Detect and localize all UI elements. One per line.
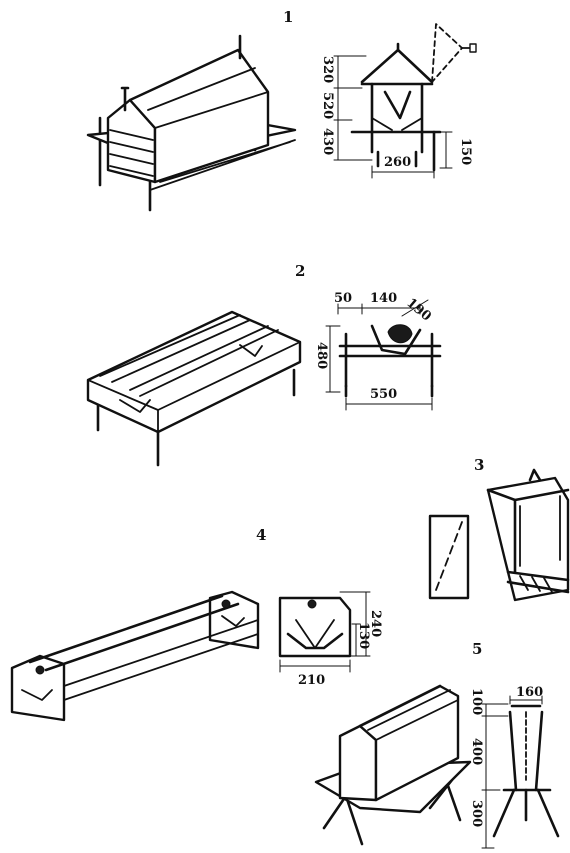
figure-5-perspective-drawing xyxy=(314,684,472,846)
figure-3-number: 3 xyxy=(474,456,484,474)
figure-2-section-drawing: 50 140 190 480 550 xyxy=(314,291,442,411)
figure-4: 4 240 130 210 xyxy=(10,526,383,722)
figure-4-perspective-drawing xyxy=(10,590,260,722)
figure-5-dim-100: 100 xyxy=(469,688,484,715)
figure-2-dim-550: 550 xyxy=(370,387,397,402)
figure-5: 5 100 160 400 300 xyxy=(314,640,560,849)
figure-5-number: 5 xyxy=(472,640,482,658)
figure-3-front-view xyxy=(428,514,470,600)
figure-3-perspective-drawing xyxy=(486,468,570,602)
figure-5-dim-300: 300 xyxy=(469,800,484,827)
figure-5-dim-400: 400 xyxy=(469,738,484,765)
figure-5-section-drawing: 100 160 400 300 xyxy=(469,685,560,849)
figure-4-dim-210: 210 xyxy=(298,673,325,688)
figure-4-section-drawing: 240 130 210 xyxy=(278,591,383,688)
figure-4-dim-240: 240 xyxy=(368,610,383,637)
figure-1-number: 1 xyxy=(283,8,293,26)
figure-2-perspective-drawing xyxy=(86,310,302,467)
figure-2-number: 2 xyxy=(295,262,305,280)
figure-3: 3 xyxy=(428,456,570,602)
figure-1-perspective-drawing xyxy=(86,34,297,212)
figure-2-dim-50: 50 xyxy=(334,291,352,306)
figure-2-dim-140: 140 xyxy=(370,291,397,306)
figure-2: 2 50 140 190 480 xyxy=(86,262,442,467)
figure-4-dim-130: 130 xyxy=(356,622,371,649)
figure-1-dim-260: 260 xyxy=(384,155,411,170)
figure-2-dim-190: 190 xyxy=(403,296,433,325)
figure-4-number: 4 xyxy=(256,526,266,544)
figure-1: 1 xyxy=(86,8,477,212)
figure-2-dim-480: 480 xyxy=(314,342,329,369)
figure-5-dim-160: 160 xyxy=(516,685,543,700)
figure-1-dim-430: 430 xyxy=(320,128,335,155)
figure-1-dim-320: 320 xyxy=(320,56,335,83)
figure-1-dim-150: 150 xyxy=(458,138,473,165)
figure-1-section-drawing: 320 520 430 260 150 xyxy=(320,23,477,179)
figure-1-dim-520: 520 xyxy=(320,92,335,119)
